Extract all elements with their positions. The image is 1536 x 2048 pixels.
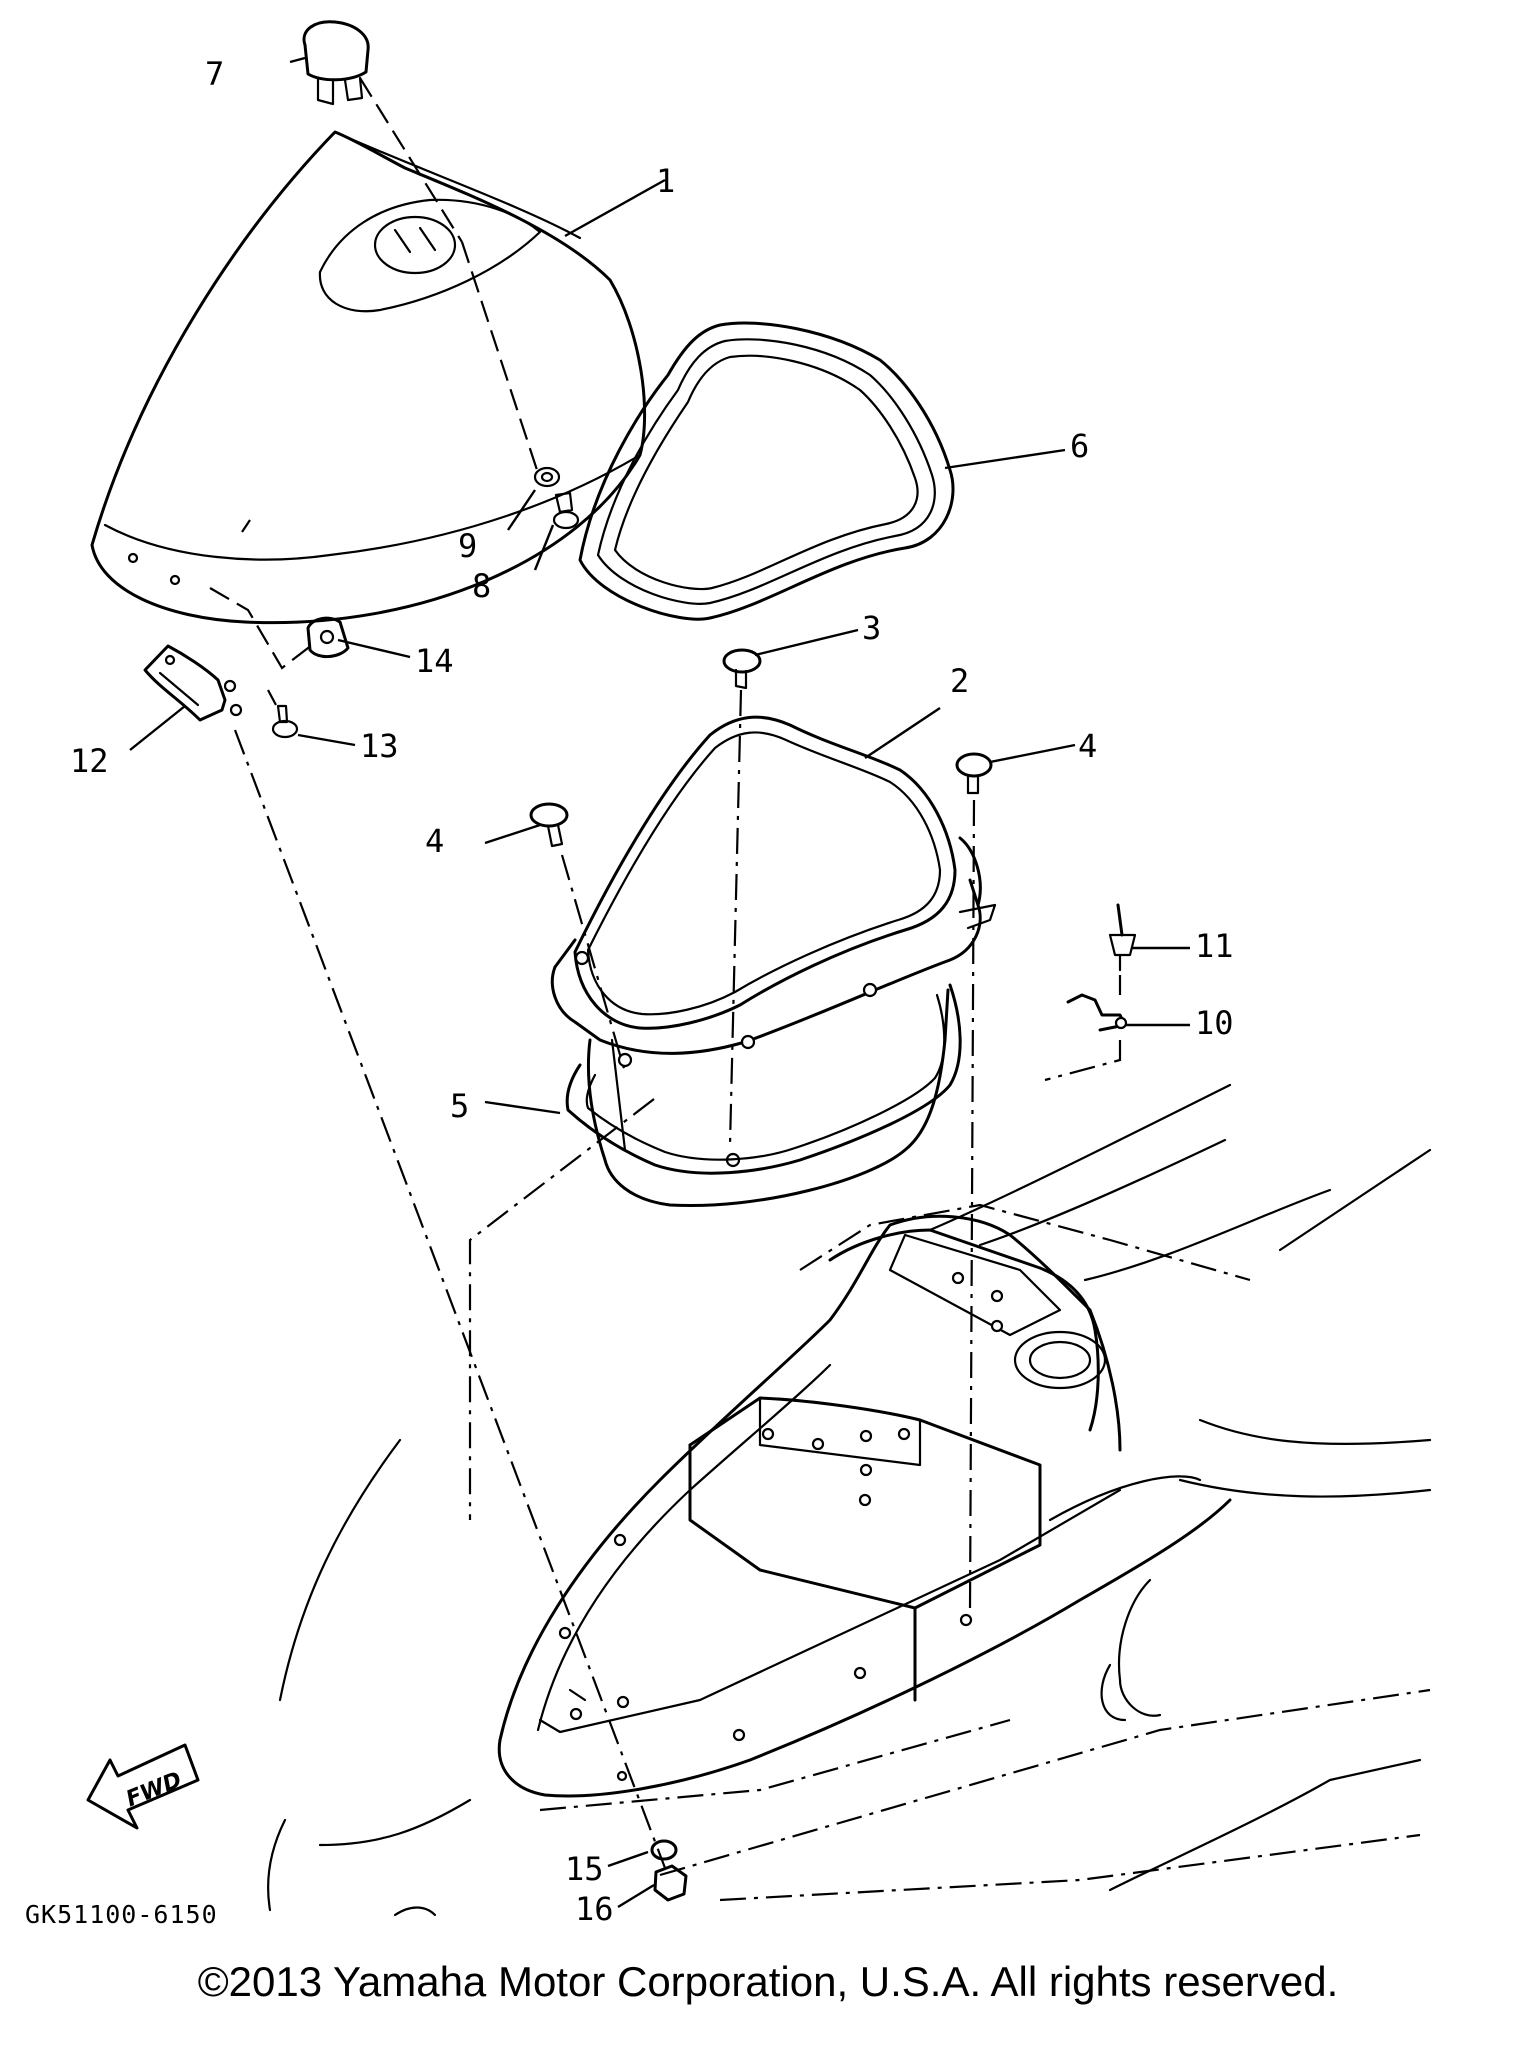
cap-part-7: [289, 20, 370, 106]
bracket-part-14: [306, 616, 350, 658]
storage-box-part-2: [550, 715, 997, 1208]
fwd-arrow-icon: FWD: [86, 1743, 200, 1830]
callout-4-left: 4: [425, 822, 445, 860]
hull-deck: [267, 1083, 1432, 1917]
callout-11: 11: [1195, 927, 1234, 965]
callout-5: 5: [450, 1087, 470, 1125]
washer-part-15: [650, 1839, 678, 1861]
callout-leaders: [129, 178, 1190, 1909]
callout-4-right: 4: [1078, 727, 1098, 765]
screw-part-4-right: [955, 752, 993, 795]
callout-7: 7: [205, 55, 225, 93]
callout-2: 2: [950, 662, 970, 700]
callout-12: 12: [70, 742, 109, 780]
bolt-part-8: [552, 491, 580, 530]
washer-part-9: [533, 466, 561, 488]
callout-13: 13: [360, 727, 399, 765]
hinge-part-12: [143, 644, 243, 722]
plug-part-11: [1108, 903, 1137, 972]
rivet-part-3: [722, 648, 762, 690]
fwd-label: FWD: [123, 1768, 186, 1813]
nut-part-16: [653, 1864, 688, 1902]
callout-8: 8: [472, 567, 492, 605]
reference-code: GK51100-6150: [25, 1900, 218, 1929]
callout-6: 6: [1070, 427, 1090, 465]
band-part-5: [565, 983, 962, 1175]
callout-16: 16: [575, 1890, 614, 1928]
callout-9: 9: [458, 527, 478, 565]
screw-part-13: [271, 704, 299, 739]
copyright-notice: ©2013 Yamaha Motor Corporation, U.S.A. A…: [197, 1958, 1339, 2005]
callout-15: 15: [565, 1850, 604, 1888]
screw-part-4-left: [529, 802, 569, 848]
callout-10: 10: [1195, 1004, 1234, 1042]
hatch-cover-part-1: [90, 130, 647, 625]
clamp-part-10: [1066, 993, 1128, 1032]
callout-1: 1: [656, 162, 676, 200]
callout-14: 14: [415, 642, 454, 680]
callout-3: 3: [862, 609, 882, 647]
gasket-part-6: [578, 321, 955, 621]
